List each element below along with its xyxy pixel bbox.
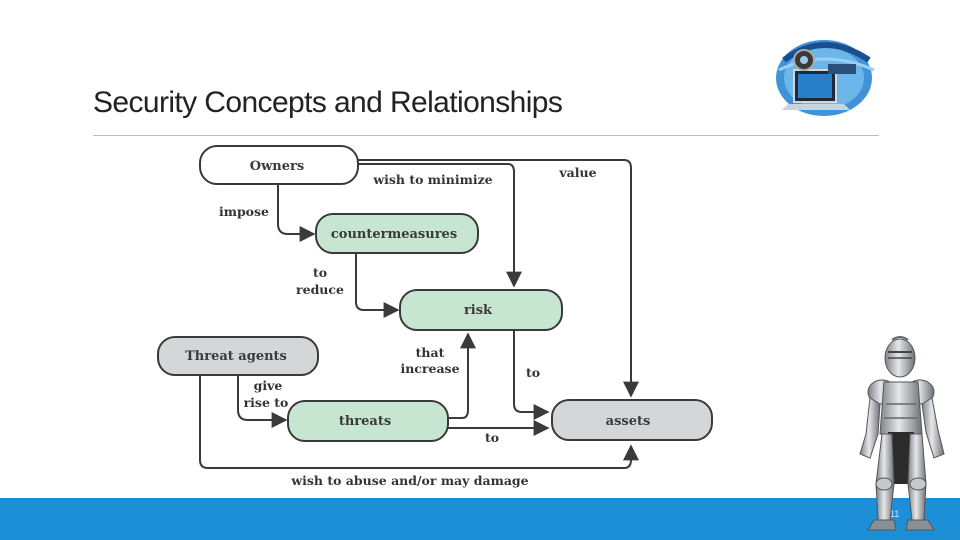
footer-bar bbox=[0, 498, 960, 540]
slide-title: Security Concepts and Relationships bbox=[93, 86, 563, 119]
security-globe-laptop-logo bbox=[776, 40, 875, 116]
node-risk bbox=[399, 289, 563, 331]
edge-label-give-rise-to-1: give bbox=[254, 378, 283, 393]
edge-countermeasures-risk bbox=[355, 253, 400, 318]
edge-owners-risk bbox=[358, 163, 522, 288]
title-divider bbox=[93, 135, 879, 136]
node-countermeasures bbox=[315, 213, 479, 254]
edge-label-that-increase-2: increase bbox=[400, 361, 459, 376]
node-threats bbox=[287, 400, 449, 442]
edge-agents-assets bbox=[199, 375, 639, 469]
node-assets bbox=[551, 399, 713, 441]
edge-label-to-risk-assets: to bbox=[526, 365, 540, 380]
knight-armor-icon bbox=[859, 336, 945, 531]
edge-label-to-reduce-1: to bbox=[313, 265, 327, 280]
edge-owners-assets bbox=[358, 159, 639, 398]
node-owners-label: Owners bbox=[250, 159, 304, 174]
node-risk-label: risk bbox=[464, 303, 493, 318]
edge-label-to-reduce-2: reduce bbox=[296, 282, 344, 297]
edge-label-give-rise-to-2: rise to bbox=[244, 395, 289, 410]
node-threat-agents bbox=[157, 336, 319, 376]
edge-label-wish-to-abuse: wish to abuse and/or may damage bbox=[290, 473, 528, 488]
edge-risk-assets bbox=[513, 330, 550, 420]
node-threat-agents-label: Threat agents bbox=[185, 349, 287, 364]
edge-label-wish-to-minimize: wish to minimize bbox=[372, 172, 492, 187]
edge-agents-threats bbox=[237, 375, 288, 428]
node-assets-label: assets bbox=[606, 414, 651, 429]
slide-number: 11 bbox=[890, 509, 900, 519]
edge-owners-countermeasures bbox=[277, 184, 316, 242]
edge-label-value: value bbox=[558, 165, 596, 180]
edge-label-that-increase-1: that bbox=[416, 345, 445, 360]
edge-label-to-threats-assets: to bbox=[485, 430, 499, 445]
node-threats-label: threats bbox=[339, 414, 391, 429]
node-owners bbox=[199, 145, 359, 185]
node-countermeasures-label: countermeasures bbox=[331, 227, 457, 242]
edge-threats-risk bbox=[448, 332, 476, 419]
edge-label-impose: impose bbox=[219, 204, 269, 219]
